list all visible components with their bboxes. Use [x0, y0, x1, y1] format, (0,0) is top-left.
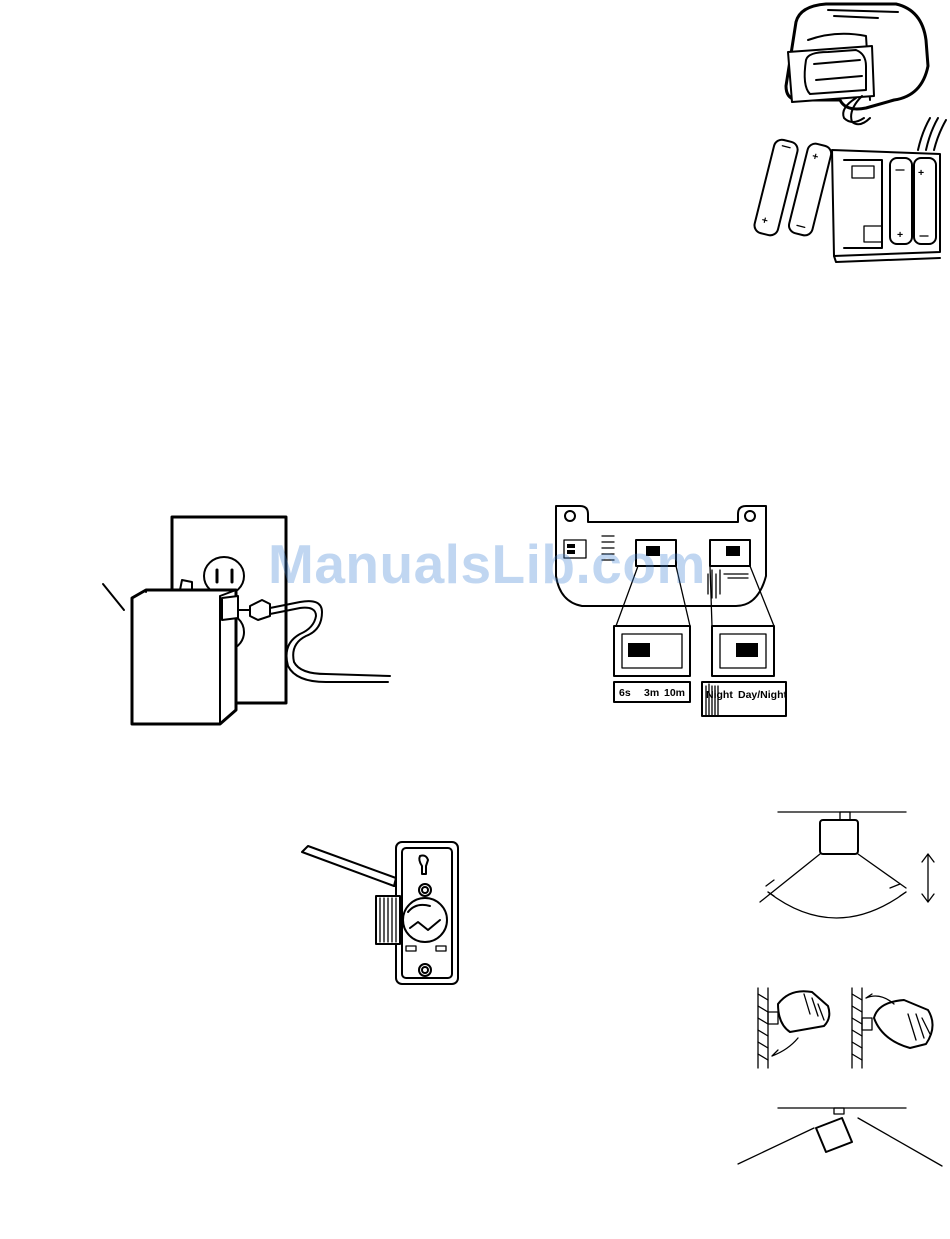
time-10m-label: 10m: [664, 687, 685, 699]
ceiling-tilt-icon: [734, 1104, 946, 1170]
mode-night-label: Night: [706, 689, 733, 701]
detection-range-icon: [756, 808, 936, 926]
watermark: ManualsLib.com: [268, 532, 706, 596]
time-6s-label: 6s: [619, 687, 631, 699]
time-3m-label: 3m: [644, 687, 659, 699]
svg-text:+: +: [918, 167, 924, 179]
battery-pack-icon: + + + +: [736, 0, 950, 262]
mounting-plate-icon: [298, 836, 468, 986]
wall-mount-angle-icon: [748, 984, 942, 1076]
svg-text:+: +: [897, 229, 903, 241]
mode-daynight-label: Day/Night: [738, 689, 788, 701]
